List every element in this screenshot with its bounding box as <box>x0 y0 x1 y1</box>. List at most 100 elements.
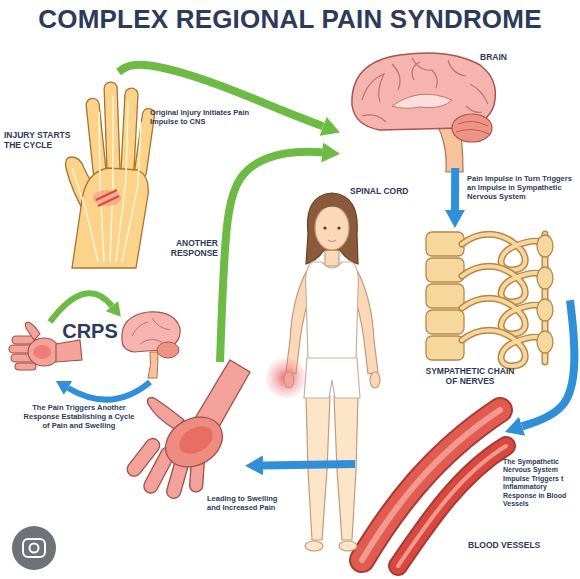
nerve-loop <box>462 266 545 302</box>
node-heading: BLOOD VESSELS <box>468 540 563 550</box>
blood-vessel <box>362 410 500 560</box>
human-figure <box>328 240 336 242</box>
brain-fold <box>362 74 384 102</box>
nerve-loop <box>462 234 545 270</box>
diagram-title: COMPLEX REGIONAL PAIN SYNDROME <box>0 4 580 35</box>
injured-hand <box>66 82 156 268</box>
crps-cycle-node: CRPS The Pain Triggers Another Response E… <box>5 285 180 455</box>
brain-illustration <box>452 114 492 142</box>
flow-arrow <box>263 464 355 465</box>
nerve-line <box>122 122 141 262</box>
lens-badge <box>12 526 56 570</box>
sympathetic-chain-node: SYMPATHETIC CHAIN OF NERVES <box>420 228 570 396</box>
blood-vessels-node: BLOOD VESSELS <box>355 400 505 560</box>
nerve-loop <box>462 330 545 366</box>
brain-fold <box>412 62 420 80</box>
nerve-loop <box>462 234 545 270</box>
brain-fold <box>470 84 488 104</box>
flow-arrow <box>119 65 324 126</box>
lens-badge <box>30 544 39 553</box>
small-brain <box>132 318 170 344</box>
blood-vessel <box>362 410 500 560</box>
cycle-caption: The Pain Triggers Another Response Estab… <box>23 403 135 430</box>
nerve-loop <box>462 330 545 366</box>
small-brain <box>148 352 158 378</box>
edge-label: ANOTHER RESPONSE <box>160 238 218 258</box>
human-figure <box>305 541 323 551</box>
small-brain <box>157 342 179 358</box>
swollen-hand <box>157 407 232 477</box>
brain-fold <box>392 64 400 90</box>
nerve-line <box>72 96 141 262</box>
nerve-loop <box>462 234 545 366</box>
spinal-segment <box>426 232 464 256</box>
edge-label: The Sympathetic Nervous System Impulse T… <box>503 458 579 508</box>
injured-hand <box>104 82 120 174</box>
ganglion <box>537 299 553 321</box>
flow-arrow <box>220 152 322 362</box>
nerve-loop <box>462 298 545 334</box>
small-brain <box>122 312 180 378</box>
human-figure <box>337 226 340 229</box>
brain-fold <box>412 58 437 88</box>
brain-fold <box>466 106 482 112</box>
brain-fold <box>362 115 386 122</box>
ganglion <box>537 235 553 257</box>
small-hand <box>33 345 51 359</box>
brain-illustration <box>352 53 495 172</box>
nerve-line <box>110 96 113 262</box>
lens-badge <box>23 539 45 557</box>
crps-cycle-illustration <box>9 293 180 399</box>
nerve-loop <box>462 298 545 334</box>
spinal-segment <box>426 310 464 334</box>
small-hand <box>28 338 60 366</box>
node-heading: BRAIN <box>480 52 520 62</box>
brain-fold <box>362 58 488 122</box>
brain-fold <box>448 60 466 76</box>
ganglion <box>537 331 553 353</box>
brain-node: BRAIN <box>340 50 520 168</box>
blood-vessel <box>362 410 500 560</box>
human-figure <box>304 358 360 398</box>
human-figure <box>339 541 357 551</box>
cycle-title: CRPS <box>55 319 125 343</box>
node-heading: SYMPATHETIC CHAIN OF NERVES <box>420 366 520 386</box>
nerve-line <box>99 112 104 262</box>
pain-glow <box>266 358 306 398</box>
edge-label: Original Injury Initiates Pain Impulse t… <box>150 108 262 126</box>
injury-hand-node: INJURY STARTS THE CYCLE <box>0 72 150 272</box>
nerve-loop <box>462 266 545 302</box>
cycle-arrow <box>50 293 112 322</box>
injury-redness <box>93 190 121 206</box>
sympathetic-chain <box>426 232 553 366</box>
lens-badge <box>12 526 56 570</box>
swelling-redness <box>174 421 217 460</box>
flow-arrow <box>522 300 574 426</box>
ganglion <box>537 267 553 289</box>
human-figure <box>266 193 380 551</box>
nerve-loop <box>462 266 545 302</box>
nerve-loop <box>462 234 545 270</box>
human-figure <box>315 206 349 250</box>
node-heading: INJURY STARTS THE CYCLE <box>4 130 88 150</box>
small-hand <box>25 322 40 340</box>
brain-illustration <box>456 121 489 134</box>
spinal-segment <box>426 232 464 360</box>
swollen-hand <box>124 360 250 500</box>
nerve-line <box>72 168 98 262</box>
human-figure <box>306 193 358 264</box>
spinal-segment <box>426 336 464 360</box>
cycle-arrow <box>68 382 150 400</box>
human-figure <box>306 262 359 360</box>
injury-mark <box>96 190 119 206</box>
injured-hand <box>86 98 107 179</box>
ganglion <box>537 235 553 353</box>
small-hand <box>15 363 36 370</box>
edge-label: Pain Impulse in Turn Triggers an Impulse… <box>467 174 577 201</box>
node-caption: Leading to Swelling and Increased Pain <box>207 494 291 512</box>
part-label: SPINAL CORD <box>350 186 430 196</box>
human-figure <box>316 202 348 214</box>
human-figure <box>323 226 326 229</box>
